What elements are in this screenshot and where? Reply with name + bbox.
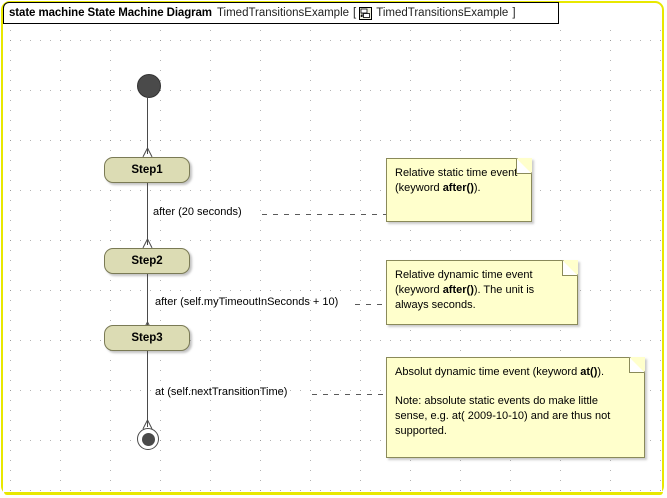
note1-line2-pre: (keyword (395, 182, 443, 194)
transition-line-step2-step3 (147, 274, 148, 329)
state-step1-label: Step1 (131, 164, 163, 176)
note1-line1: Relative static time event (395, 167, 518, 179)
bracket-open: [ (353, 7, 357, 19)
bracket-close: ] (512, 7, 516, 19)
final-node[interactable] (137, 428, 159, 450)
note-connector-1 (262, 214, 386, 215)
transition-label-after-20-seconds[interactable]: after (20 seconds) (153, 206, 242, 218)
note2-line2-post: ). The unit is (473, 284, 535, 296)
diagram-kind-label: state machine State Machine Diagram (9, 7, 212, 19)
transition-label-after-timeout[interactable]: after (self.myTimeoutInSeconds + 10) (155, 296, 339, 308)
transition-line-step1-step2 (147, 183, 148, 245)
note3-line1: Absolut dynamic time event (keyword at()… (395, 365, 636, 380)
note1-keyword: after() (442, 182, 474, 194)
diagram-canvas[interactable]: Step1 after (20 seconds) Step2 after (se… (3, 24, 662, 493)
note3-para2-line3: supported. (395, 425, 447, 437)
note2-line2-pre: (keyword (395, 284, 443, 296)
note1-line2: (keyword after()). (395, 181, 523, 196)
state-step3[interactable]: Step3 (104, 325, 190, 351)
note2-line1: Relative dynamic time event (395, 269, 533, 281)
note2-line2: (keyword after()). The unit is (395, 283, 569, 298)
note3-line1-pre: Absolut dynamic time event (keyword (395, 366, 581, 378)
note3-para2-line2: sense, e.g. at( 2009-10-10) and are thus… (395, 410, 611, 422)
diagram-header-tab[interactable]: state machine State Machine Diagram Time… (3, 2, 559, 24)
note-connector-2 (355, 304, 387, 305)
note3-para2-line1: Note: absolute static events do make lit… (395, 395, 598, 407)
state-step3-label: Step3 (131, 332, 163, 344)
diagram-name-label: TimedTransitionsExample (216, 7, 350, 19)
note-relative-dynamic-time-event[interactable]: Relative dynamic time event (keyword aft… (386, 260, 578, 325)
note2-line3: always seconds. (395, 299, 476, 311)
initial-node[interactable] (137, 74, 161, 98)
note-connector-3 (312, 394, 387, 395)
arrowhead-step1 (142, 148, 153, 157)
note1-line2-post: ). (473, 182, 481, 194)
final-node-inner (141, 432, 155, 446)
transition-line-initial-step1 (147, 96, 148, 154)
state-machine-icon (359, 6, 373, 20)
transition-label-at-next-transition-time[interactable]: at (self.nextTransitionTime) (155, 386, 288, 398)
note3-line1-post: ). (597, 366, 605, 378)
state-step2-label: Step2 (131, 255, 163, 267)
note3-keyword: at() (580, 366, 598, 378)
note2-keyword: after() (442, 284, 474, 296)
state-step1[interactable]: Step1 (104, 157, 190, 183)
note-absolut-dynamic-time-event[interactable]: Absolut dynamic time event (keyword at()… (386, 357, 645, 458)
diagram-qualified-name: TimedTransitionsExample (376, 7, 509, 19)
note-relative-static-time-event[interactable]: Relative static time event (keyword afte… (386, 158, 532, 222)
frame-bottom-accent (4, 492, 663, 495)
arrowhead-step2 (142, 239, 153, 248)
state-step2[interactable]: Step2 (104, 248, 190, 274)
transition-line-step3-final (147, 351, 148, 427)
